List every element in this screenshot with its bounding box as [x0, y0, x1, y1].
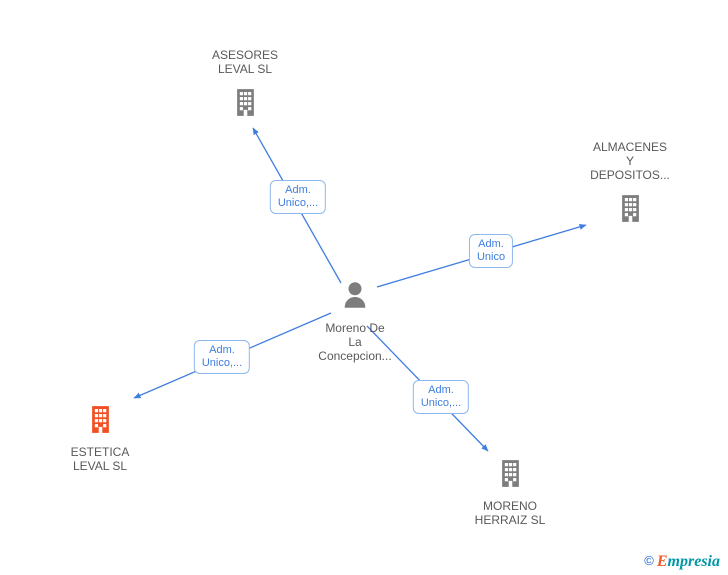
node-estetica-leval[interactable]: ESTETICA LEVAL SL	[50, 405, 150, 473]
edge-label-almacenes[interactable]: Adm. Unico	[468, 234, 514, 268]
person-label[interactable]: Moreno De La Concepcion...	[305, 321, 405, 363]
person-icon[interactable]	[340, 280, 370, 310]
node-person-moreno[interactable]: Moreno De La Concepcion...	[305, 280, 405, 363]
company-label-line: ESTETICA	[70, 445, 130, 459]
edge-label-line: Adm.	[428, 384, 454, 396]
company-label-line: LEVAL SL	[217, 62, 273, 76]
person-label-line: La	[348, 335, 362, 349]
edge-label-line: Unico,...	[201, 357, 243, 369]
person-label-line: Concepcion...	[318, 349, 392, 363]
company-label-line: DEPOSITOS...	[590, 168, 670, 182]
brand-initial: E	[656, 553, 668, 570]
edge-label-line: Adm.	[478, 238, 504, 250]
company-label[interactable]: ALMACENES Y DEPOSITOS...	[580, 140, 680, 182]
brand-rest: mpresia	[667, 553, 720, 570]
company-label[interactable]: ASESORES LEVAL SL	[195, 48, 295, 76]
company-label-line: MORENO	[483, 499, 537, 513]
edge-label-line: Adm.	[209, 344, 235, 356]
company-label-line: ASESORES	[211, 48, 279, 62]
person-label-line: Moreno De	[325, 321, 385, 335]
edge-label-estetica[interactable]: Adm. Unico,...	[193, 340, 251, 374]
company-label[interactable]: MORENO HERRAIZ SL	[460, 499, 560, 527]
node-almacenes-depositos[interactable]: ALMACENES Y DEPOSITOS...	[580, 140, 680, 228]
company-label-line: LEVAL SL	[72, 459, 128, 473]
company-label[interactable]: ESTETICA LEVAL SL	[50, 445, 150, 473]
empresia-watermark[interactable]: ©Empresia	[644, 553, 720, 571]
copyright-icon: ©	[644, 553, 654, 568]
edge-label-line: Adm.	[285, 184, 311, 196]
edge-label-line: Unico,...	[420, 397, 462, 409]
building-icon[interactable]	[617, 194, 644, 223]
node-asesores-leval[interactable]: ASESORES LEVAL SL	[195, 48, 295, 122]
edge-label-asesores[interactable]: Adm. Unico,...	[269, 180, 327, 214]
building-icon-highlighted[interactable]	[87, 405, 114, 434]
building-icon[interactable]	[232, 88, 259, 117]
company-label-line: HERRAIZ SL	[474, 513, 546, 527]
edge-label-line: Unico,...	[277, 197, 319, 209]
building-icon[interactable]	[497, 459, 524, 488]
company-label-line: ALMACENES	[592, 140, 668, 154]
node-moreno-herraiz[interactable]: MORENO HERRAIZ SL	[460, 459, 560, 527]
company-label-line: Y	[625, 154, 634, 168]
edge-label-line: Unico	[476, 251, 506, 263]
edge-label-moreno-herraiz[interactable]: Adm. Unico,...	[412, 380, 470, 414]
